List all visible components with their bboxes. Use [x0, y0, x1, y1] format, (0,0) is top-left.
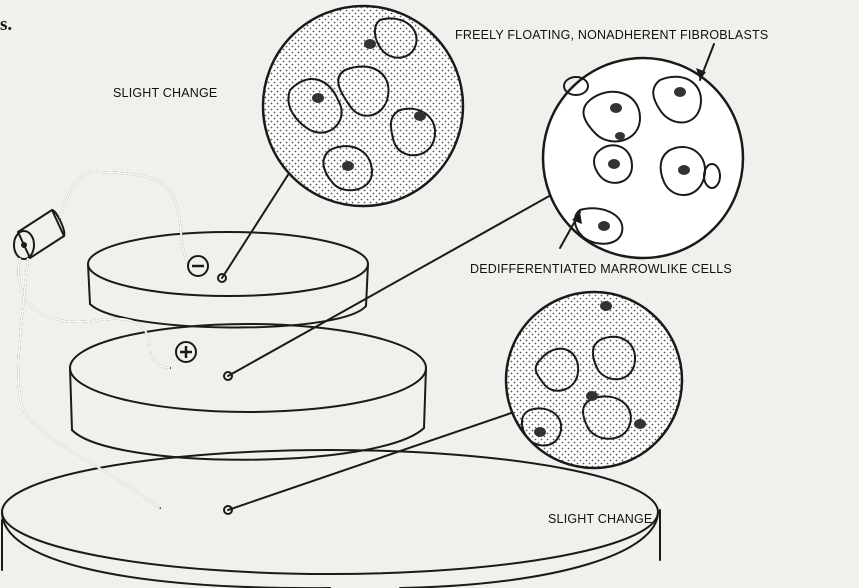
positive-electrode-icon — [176, 342, 196, 362]
label-dedifferentiated-marrowlike-cells: DEDIFFERENTIATED MARROWLIKE CELLS — [470, 262, 732, 276]
negative-electrode-icon — [188, 256, 208, 276]
label-slight-change-bottom: SLIGHT CHANGE — [548, 512, 652, 526]
magnified-circle-top — [263, 6, 463, 206]
magnified-circle-right — [543, 58, 743, 258]
middle-dish — [70, 324, 426, 460]
battery — [14, 210, 64, 259]
magnified-circle-bottom — [506, 292, 682, 468]
label-slight-change-top: SLIGHT CHANGE — [113, 86, 217, 100]
top-dish — [88, 232, 368, 328]
label-freely-floating-fibroblasts: FREELY FLOATING, NONADHERENT FIBROBLASTS — [455, 28, 768, 42]
